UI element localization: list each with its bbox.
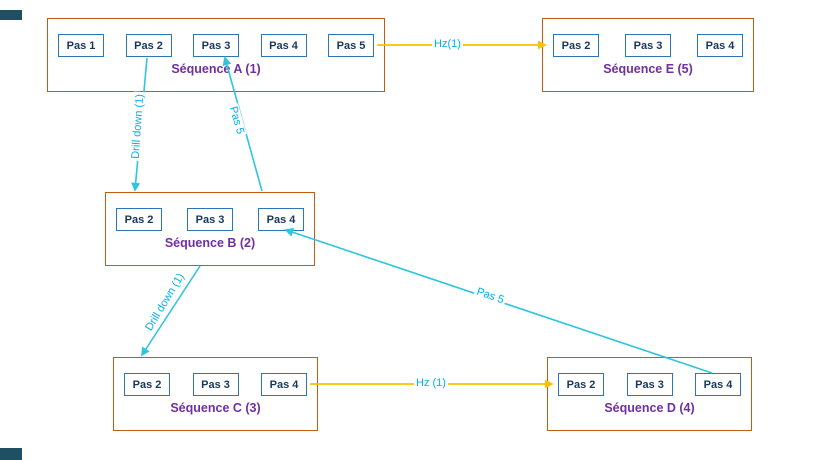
step-box: Pas 3 <box>625 34 671 57</box>
steps-row: Pas 2 Pas 3 Pas 4 <box>543 19 753 57</box>
step-box: Pas 2 <box>558 373 604 396</box>
edge-label-hz-c-d: Hz (1) <box>414 377 448 390</box>
step-box: Pas 2 <box>116 208 162 231</box>
step-box: Pas 2 <box>124 373 170 396</box>
screen-artifact-top-left <box>0 10 22 20</box>
sequence-label: Séquence D (4) <box>604 401 695 415</box>
edge-label-hz-a-e: Hz(1) <box>432 38 463 51</box>
screen-artifact-bottom-left <box>0 448 22 460</box>
step-box: Pas 3 <box>626 373 673 396</box>
sequence-label: Séquence B (2) <box>164 236 256 250</box>
step-box: Pas 5 <box>328 34 374 57</box>
sequence-box-b: Pas 2 Pas 3 Pas 4 Séquence B (2) <box>105 192 315 266</box>
steps-row: Pas 1 Pas 2 Pas 3 Pas 4 Pas 5 <box>48 19 384 57</box>
step-box: Pas 1 <box>58 34 104 57</box>
step-box: Pas 4 <box>697 34 743 57</box>
step-box: Pas 3 <box>187 208 233 231</box>
sequence-label: Séquence C (3) <box>170 401 261 415</box>
sequence-label: Séquence E (5) <box>603 62 693 76</box>
sequence-box-c: Pas 2 Pas 3 Pas 4 Séquence C (3) <box>113 357 318 431</box>
edge-label-pas5-d-b: Pas 5 <box>472 285 508 308</box>
sequence-label: Séquence A (1) <box>171 62 261 76</box>
sequence-box-e: Pas 2 Pas 3 Pas 4 Séquence E (5) <box>542 18 754 92</box>
step-box: Pas 2 <box>125 34 172 57</box>
edge-label-drilldown-a-b: Drill down (1) <box>129 91 148 162</box>
sequence-box-d: Pas 2 Pas 3 Pas 4 Séquence D (4) <box>547 357 752 431</box>
step-box: Pas 3 <box>192 373 239 396</box>
step-box: Pas 2 <box>553 34 599 57</box>
step-box: Pas 4 <box>261 373 307 396</box>
edge-label-drilldown-b-c: Drill down (1) <box>142 269 189 336</box>
steps-row: Pas 2 Pas 3 Pas 4 <box>114 358 317 396</box>
step-box: Pas 3 <box>193 34 239 57</box>
step-box: Pas 4 <box>258 208 304 231</box>
steps-row: Pas 2 Pas 3 Pas 4 <box>548 358 751 396</box>
steps-row: Pas 2 Pas 3 Pas 4 <box>106 193 314 231</box>
edge-label-pas5-b-a: Pas 5 <box>225 103 247 138</box>
step-box: Pas 4 <box>260 34 307 57</box>
sequence-box-a: Pas 1 Pas 2 Pas 3 Pas 4 Pas 5 Séquence A… <box>47 18 385 92</box>
step-box: Pas 4 <box>695 373 741 396</box>
